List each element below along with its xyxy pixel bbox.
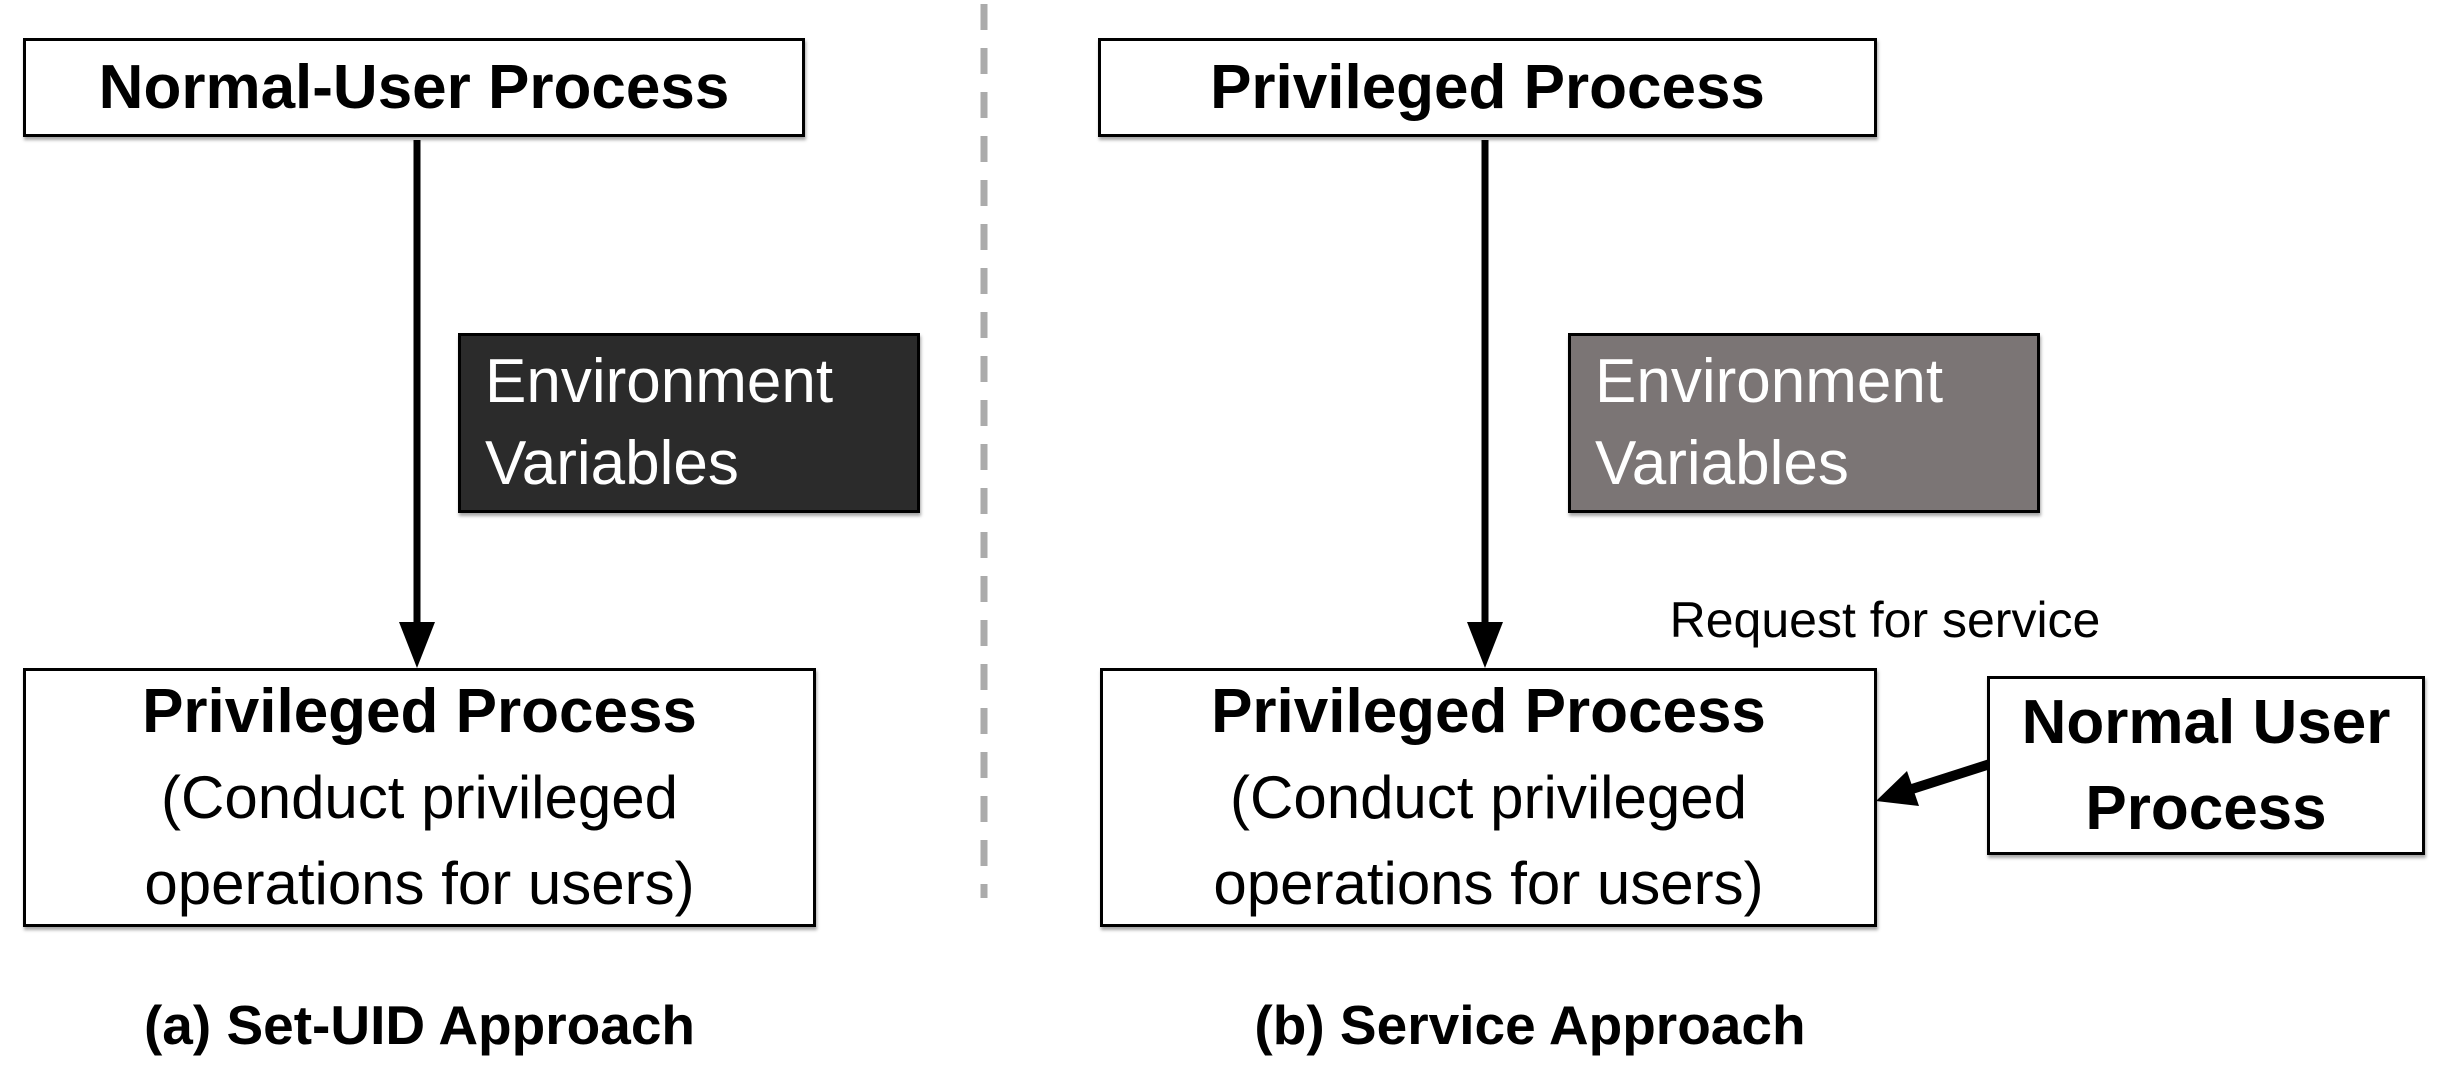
box-a-privileged-line2: (Conduct privileged xyxy=(161,763,678,831)
user-box-line-2: Process xyxy=(2085,773,2327,843)
box-a-privileged-process: Privileged Process (Conduct privileged o… xyxy=(23,668,816,927)
request-for-service-label: Request for service xyxy=(1669,592,2101,648)
box-b-privileged-process-top: Privileged Process xyxy=(1098,38,1877,137)
box-a-privileged-title: Privileged Process xyxy=(142,676,697,746)
box-b-privileged-process: Privileged Process (Conduct privileged o… xyxy=(1100,668,1877,927)
arrow-request-icon xyxy=(1876,759,1992,806)
box-a-privileged-line3: operations for users) xyxy=(144,849,695,917)
arrow-a-down-icon xyxy=(399,140,435,668)
env-a-line-1: Environment xyxy=(485,347,834,416)
env-a-line-2: Variables xyxy=(485,429,739,498)
caption-service-approach: (b) Service Approach xyxy=(1254,994,1806,1056)
box-b-normal-user-process: Normal User Process xyxy=(1987,676,2425,855)
env-b-line-1: Environment xyxy=(1595,347,1944,416)
env-b-line-2: Variables xyxy=(1595,429,1849,498)
box-b-privileged-line2: (Conduct privileged xyxy=(1230,763,1747,831)
box-b-privileged-line3: operations for users) xyxy=(1213,849,1764,917)
box-b-environment-variables: Environment Variables xyxy=(1568,333,2040,513)
caption-set-uid-approach: (a) Set-UID Approach xyxy=(143,994,696,1056)
arrow-b-down-icon xyxy=(1467,140,1503,668)
user-box-line-1: Normal User xyxy=(2021,687,2391,757)
box-a-normal-user-process: Normal-User Process xyxy=(23,38,805,137)
box-a-environment-variables: Environment Variables xyxy=(458,333,920,513)
box-b-privileged-title: Privileged Process xyxy=(1211,676,1766,746)
